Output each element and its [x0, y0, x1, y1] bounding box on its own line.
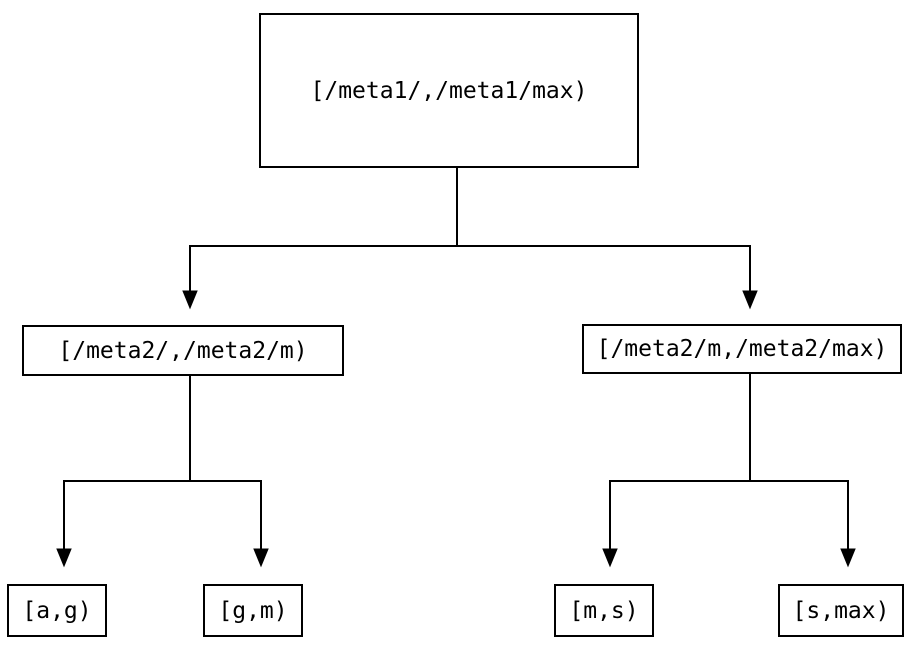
- node-leaf-smax-label: [s,max): [792, 597, 890, 624]
- arrowhead-down-icon: [253, 548, 269, 568]
- node-left-range-label: [/meta2/,/meta2/m): [58, 337, 308, 364]
- node-right-range: [/meta2/m,/meta2/max): [582, 324, 902, 374]
- node-leaf-ms-label: [m,s): [569, 597, 639, 624]
- node-leaf-ag: [a,g): [7, 584, 107, 637]
- node-right-range-label: [/meta2/m,/meta2/max): [596, 336, 888, 362]
- node-leaf-smax: [s,max): [778, 584, 904, 637]
- edge-left-children: [56, 376, 269, 568]
- node-leaf-ag-label: [a,g): [22, 597, 92, 624]
- edge-right-children: [602, 374, 856, 568]
- arrowhead-down-icon: [840, 548, 856, 568]
- node-leaf-ms: [m,s): [554, 584, 654, 637]
- node-root-label: [/meta1/,/meta1/max): [310, 77, 588, 104]
- node-root: [/meta1/,/meta1/max): [259, 13, 639, 168]
- node-left-range: [/meta2/,/meta2/m): [22, 325, 344, 376]
- arrowhead-down-icon: [182, 290, 198, 310]
- node-leaf-gm: [g,m): [203, 584, 303, 637]
- edge-root-children: [182, 168, 758, 310]
- node-leaf-gm-label: [g,m): [218, 597, 288, 624]
- arrowhead-down-icon: [742, 290, 758, 310]
- arrowhead-down-icon: [56, 548, 72, 568]
- arrowhead-down-icon: [602, 548, 618, 568]
